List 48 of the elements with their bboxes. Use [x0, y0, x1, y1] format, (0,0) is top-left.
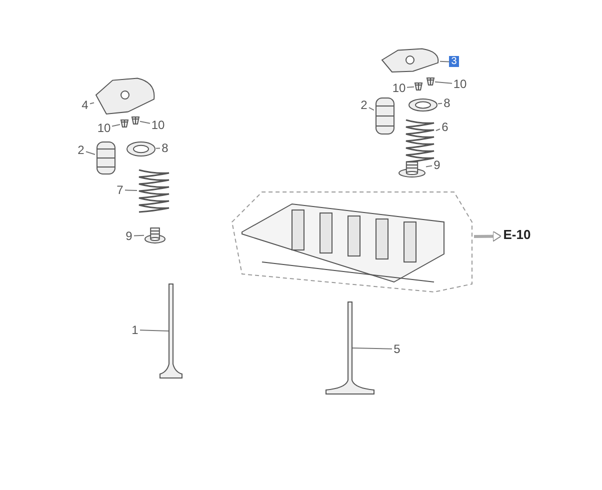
callout-number: 2: [359, 98, 369, 112]
valve-drawing: [324, 300, 376, 396]
valve-stem-seal-drawing: [144, 226, 166, 244]
valve-cotter-drawing: [426, 77, 435, 86]
valve-cotter-drawing: [414, 82, 423, 91]
callout-number: 4: [80, 98, 90, 112]
callout-number: 9: [124, 229, 134, 243]
spring-retainer-drawing: [408, 97, 438, 113]
callout-number: 3: [449, 56, 459, 67]
leader-line: [140, 120, 150, 124]
callout-number: 1: [130, 323, 140, 337]
leader-line: [406, 86, 414, 88]
leader-line: [124, 190, 138, 191]
callout-number: 9: [432, 158, 442, 172]
leader-line: [134, 234, 144, 236]
leader-line: [436, 128, 440, 132]
callout-number: 10: [452, 77, 468, 91]
leader-line: [438, 102, 442, 104]
valve-cotter-drawing: [120, 119, 129, 128]
callout-number: 6: [440, 120, 450, 134]
leader-line: [434, 81, 452, 84]
leader-line: [352, 348, 392, 350]
lifter-drawing: [95, 140, 117, 176]
lifter-drawing: [374, 96, 396, 136]
leader-line: [440, 60, 450, 62]
callout-number: 10: [96, 121, 112, 135]
valve-cotter-drawing: [131, 116, 140, 125]
spring-retainer-drawing: [126, 140, 156, 158]
leader-line: [112, 124, 120, 127]
callout-number: 8: [160, 141, 170, 155]
valve-drawing: [158, 282, 184, 380]
callout-number: 10: [391, 81, 407, 95]
reference-label: E-10: [500, 228, 534, 242]
valve-spring-drawing: [137, 166, 171, 216]
rocker-arm-drawing: [380, 46, 440, 74]
callout-number: 7: [115, 183, 125, 197]
leader-line: [156, 148, 160, 149]
leader-line: [90, 102, 94, 104]
leader-line: [426, 165, 432, 168]
callout-number: 5: [392, 342, 402, 356]
leader-line: [86, 151, 96, 155]
callout-number: 8: [442, 96, 452, 110]
valve-stem-seal-drawing: [398, 160, 426, 178]
leader-line: [368, 107, 374, 111]
callout-number: 2: [76, 143, 86, 157]
callout-number: 10: [150, 118, 166, 132]
leader-line: [140, 330, 170, 332]
arrow: [474, 230, 502, 242]
